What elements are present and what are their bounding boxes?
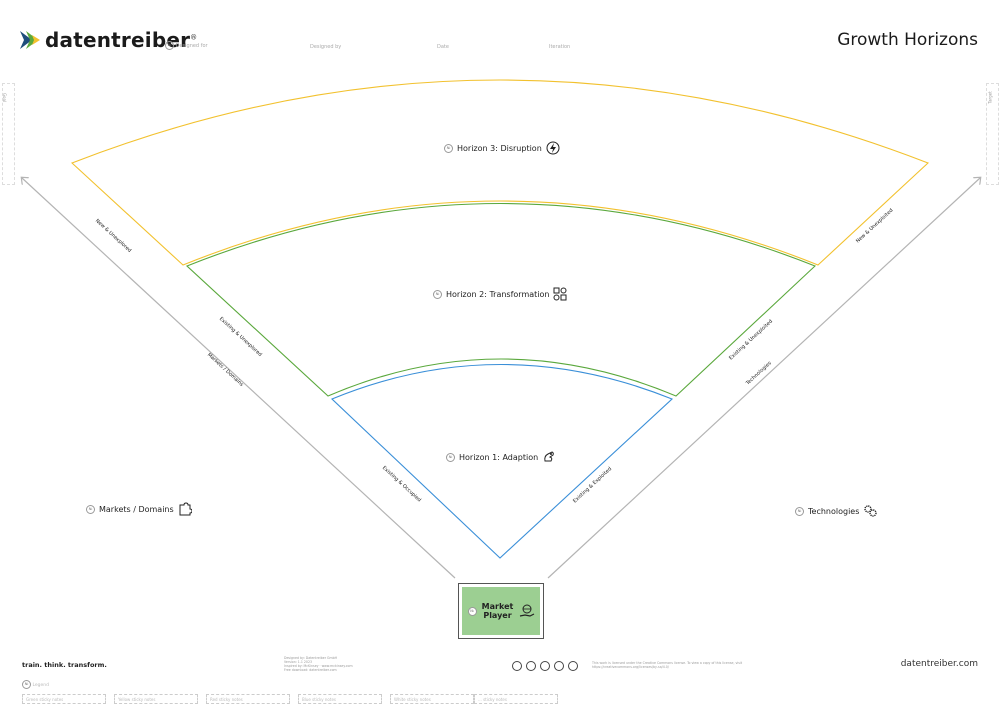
markets-axis-line [22,178,456,579]
legend-item-white[interactable]: White sticky notes [390,694,474,704]
hand-globe-icon [519,604,534,617]
market-player-box[interactable]: № Market Player [458,583,544,639]
cogs-icon [864,505,878,517]
license-icons [512,661,582,671]
number-icon: № [86,504,95,514]
date-field[interactable]: Date [437,44,449,50]
legend-item-yellow[interactable]: Yellow sticky notes [114,694,198,704]
designed-for-field[interactable]: № Designed for [165,41,208,50]
sa-icon [540,661,550,671]
market-player-label: Market Player [481,602,514,620]
number-icon: № [444,143,453,153]
number-icon: № [446,452,455,462]
number-icon: № [22,680,31,689]
website-link[interactable]: datentreiber.com [900,659,978,669]
horizon-1-zone[interactable] [331,364,674,559]
datentreiber-logo-icon [20,31,40,49]
horizon-2-zone[interactable] [185,202,817,397]
legend-item-blue[interactable]: Blue sticky notes [298,694,382,704]
number-icon: № [165,41,174,50]
shapes-icon [553,287,567,301]
designed-by-field[interactable]: Designed by [310,44,342,50]
legend-item-red[interactable]: Red sticky notes [206,694,290,704]
markets-domains-section[interactable]: № Markets / Domains [86,502,192,516]
iteration-field[interactable]: Iteration [549,44,571,50]
legend-item-green[interactable]: Green sticky notes [22,694,106,704]
credits-block: Designed by: Datentreiber GmbH Version: … [284,656,353,672]
number-icon: № [433,289,442,299]
cc-icon [512,661,522,671]
legend-title: № Legend [22,680,49,689]
canvas-title: Growth Horizons [837,30,978,50]
puzzle-icon [179,502,192,516]
number-icon: № [795,506,804,516]
market-player-area: № Market Player [462,587,540,635]
share-icon [568,661,578,671]
horizon-3-zone[interactable] [70,79,930,266]
brand-tagline: train. think. transform. [22,661,107,669]
goal-side-marker [2,83,15,185]
hand-pointer-icon [544,451,554,462]
license-text: This work is licensed under the Creative… [592,661,743,669]
legend-item-other[interactable]: ... sticky notes [474,694,558,704]
number-icon: № [467,606,477,616]
by-icon [526,661,536,671]
technologies-axis-line [547,178,980,579]
technologies-section[interactable]: № Technologies [795,504,878,518]
target-side-marker [986,83,999,185]
horizon-2-title: № Horizon 2: Transformation [433,287,567,301]
lightning-icon [546,141,560,155]
horizon-1-title: № Horizon 1: Adaption [446,450,556,464]
horizon-3-title: № Horizon 3: Disruption [444,141,560,155]
nc-icon [554,661,564,671]
